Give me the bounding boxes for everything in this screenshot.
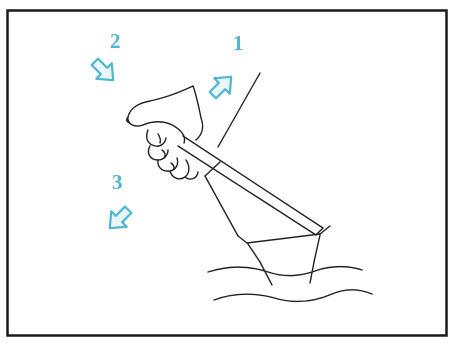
tool-handle [178, 136, 323, 235]
water-waves [208, 267, 372, 302]
tool-head [205, 162, 330, 285]
hand [127, 86, 203, 179]
arrow-up-right-icon [205, 69, 239, 103]
figure-frame [8, 11, 447, 336]
step-number-1: 1 [233, 31, 244, 55]
arrow-down-right-icon [87, 54, 121, 88]
step-number-3: 3 [112, 170, 123, 194]
arrow-down-left-icon [102, 202, 136, 236]
step-number-2: 2 [110, 29, 121, 53]
